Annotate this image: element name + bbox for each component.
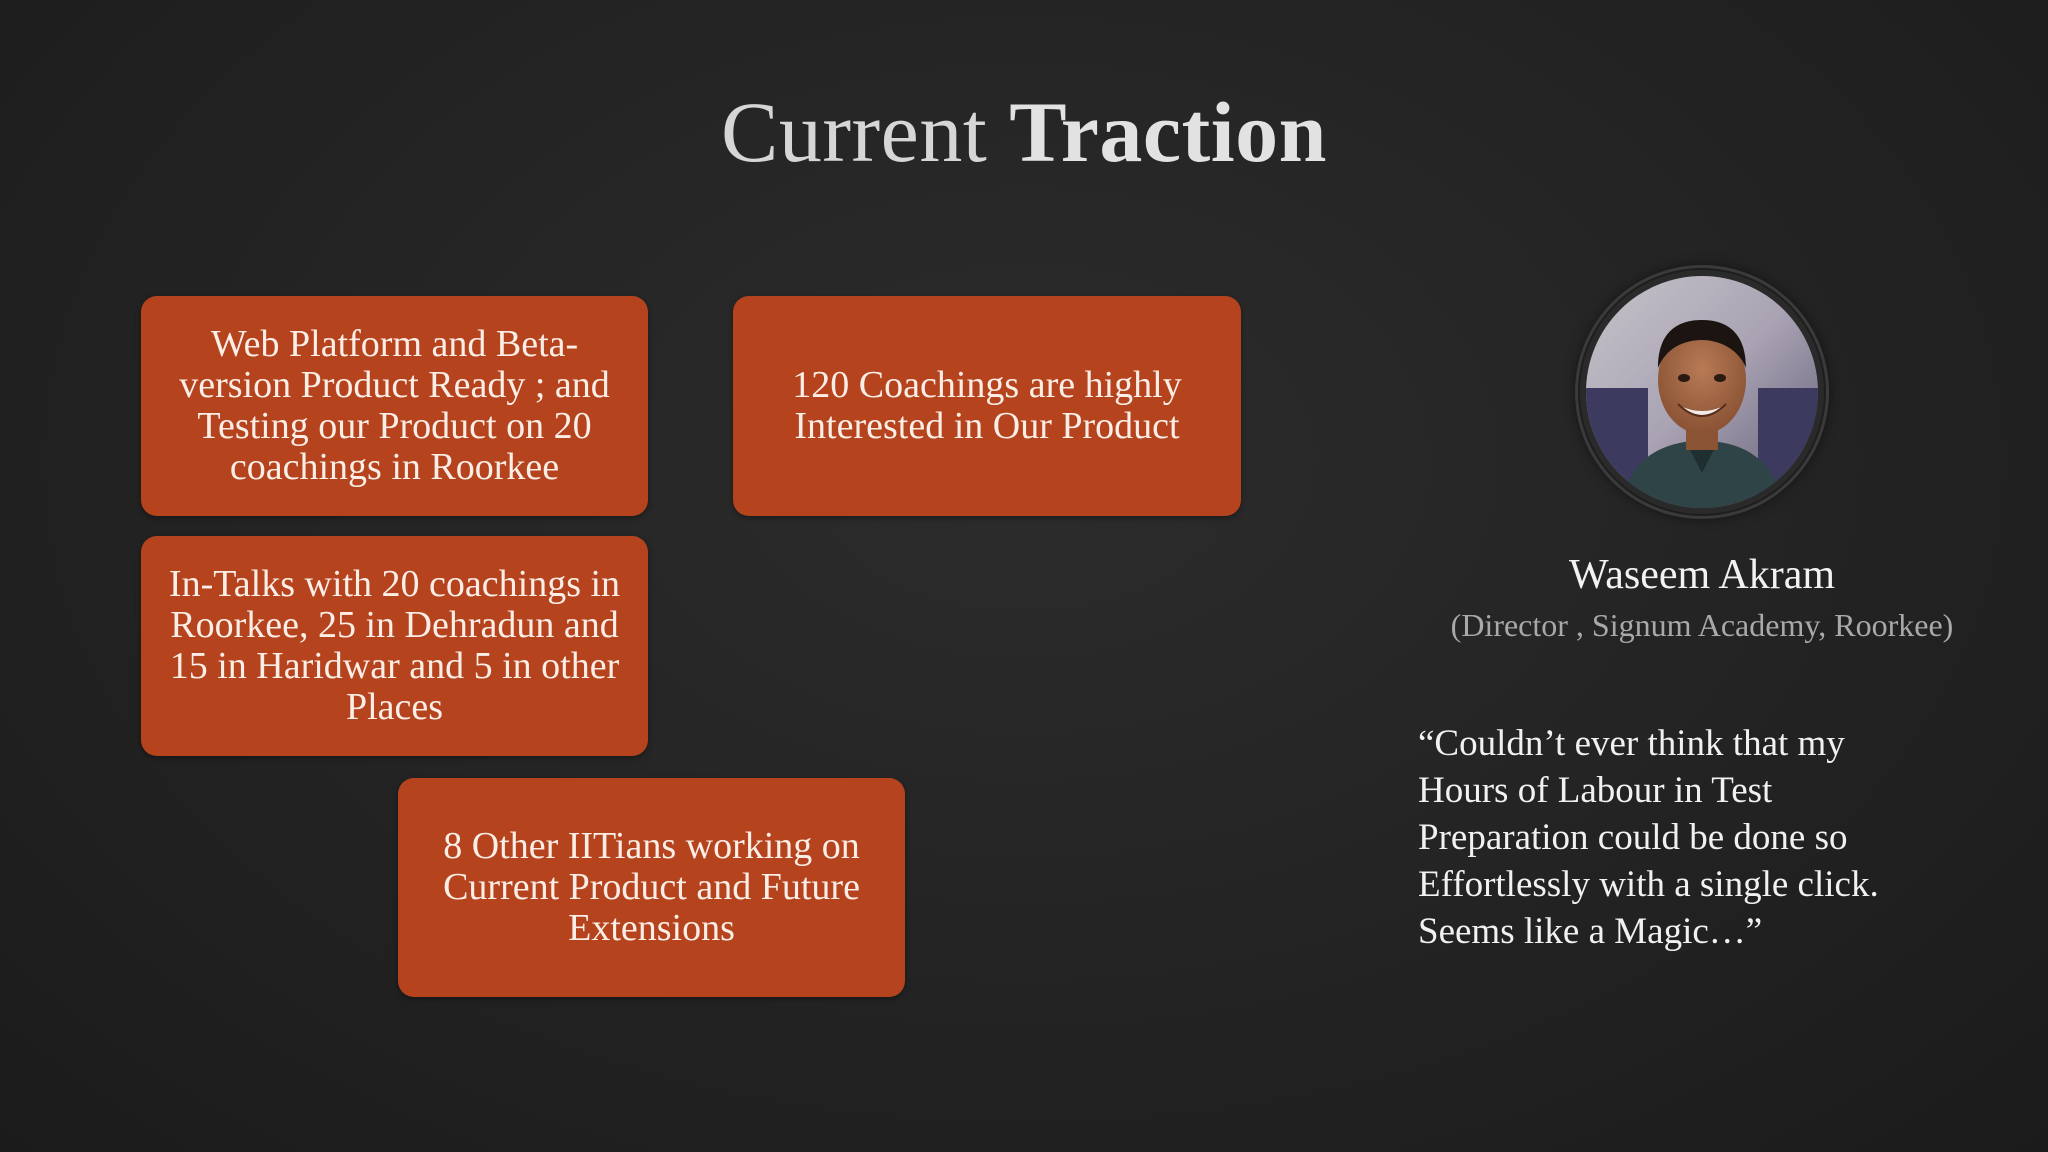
traction-card-interested-coachings: 120 Coachings are highly Interested in O… xyxy=(733,296,1241,516)
testimonial-role: (Director , Signum Academy, Roorkee) xyxy=(1450,607,1954,643)
traction-card-text: 120 Coachings are highly Interested in O… xyxy=(792,364,1182,447)
slide-title-bold: Traction xyxy=(1009,84,1327,180)
testimonial-avatar xyxy=(1578,268,1826,516)
traction-card-text: 8 Other IITians working on Current Produ… xyxy=(443,825,860,949)
traction-card-text: In-Talks with 20 coachings in Roorkee, 2… xyxy=(168,563,621,728)
traction-card-text: Web Platform and Beta-version Product Re… xyxy=(179,323,610,488)
traction-card-in-talks: In-Talks with 20 coachings in Roorkee, 2… xyxy=(141,536,648,756)
traction-card-web-platform: Web Platform and Beta-version Product Re… xyxy=(141,296,648,516)
slide-title: Current Traction xyxy=(0,82,2048,182)
slide-title-light: Current xyxy=(721,84,988,180)
person-portrait-icon xyxy=(1580,270,1824,514)
testimonial-quote: “Couldn’t ever think that my Hours of La… xyxy=(1418,723,1879,952)
testimonial-name: Waseem Akram xyxy=(1568,552,1836,598)
traction-card-team: 8 Other IITians working on Current Produ… xyxy=(398,778,905,997)
